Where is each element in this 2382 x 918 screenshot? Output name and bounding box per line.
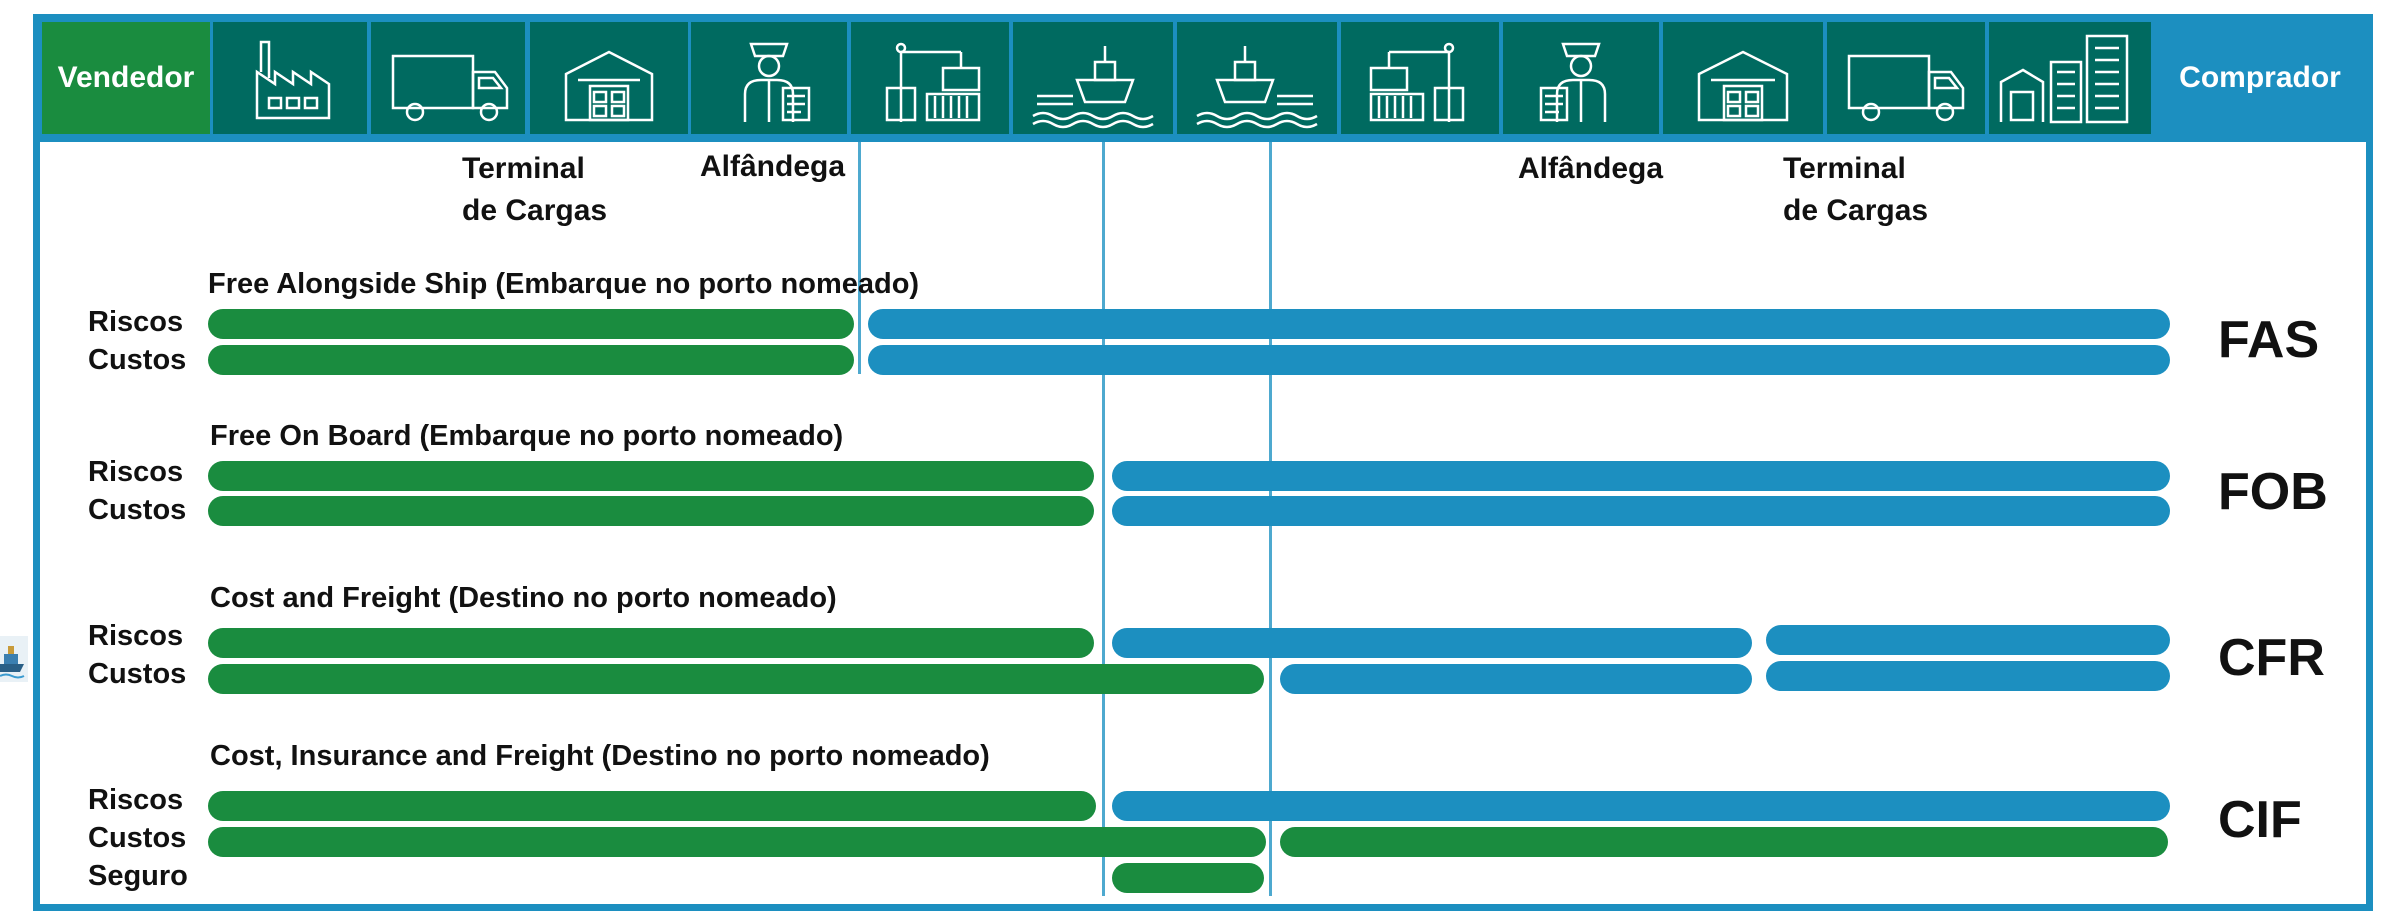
fas-costs-label: Custos	[88, 344, 187, 376]
fas-cost-buyer-bar	[868, 345, 2170, 375]
cfr-cost-buyer-bar	[1280, 664, 1752, 694]
ship-icon	[1013, 22, 1173, 134]
cfr-risk-seller-bar	[208, 628, 1094, 658]
cfr-risk-buyer-bar-2	[1766, 625, 2170, 655]
cif-risks-label: Riscos	[88, 784, 184, 816]
terminal-right-label: Terminal de Cargas	[1783, 152, 1929, 227]
warehouse-icon	[1663, 22, 1823, 134]
cif-cost-seller-bar	[208, 827, 1266, 857]
cfr-risk-buyer-bar	[1112, 628, 1752, 658]
cfr-title: Cost and Freight (Destino no porto nomea…	[210, 582, 837, 614]
fob-cost-buyer-bar	[1112, 496, 2170, 526]
seller-label: Vendedor	[42, 22, 210, 134]
buyer-label: Comprador	[2179, 61, 2341, 94]
truck-icon	[371, 22, 525, 134]
customs-right-label: Alfândega	[1518, 152, 1664, 185]
fas-cost-seller-bar	[208, 345, 854, 375]
fob-risks-label: Riscos	[88, 456, 184, 488]
cfr-costs-label: Custos	[88, 658, 187, 690]
customs-officer-icon	[1503, 22, 1659, 134]
cfr-risks-label: Riscos	[88, 620, 184, 652]
fas-code: FAS	[2218, 311, 2320, 369]
city-buildings-icon	[1989, 22, 2151, 134]
cif-code: CIF	[2218, 791, 2302, 849]
cif-costs-label: Custos	[88, 822, 187, 854]
cfr-cost-seller-bar	[208, 664, 1264, 694]
truck-icon	[1827, 22, 1985, 134]
cif-insurance-label: Seguro	[88, 860, 188, 892]
fob-costs-label: Custos	[88, 494, 187, 526]
fob-title: Free On Board (Embarque no porto nomeado…	[210, 420, 844, 452]
fob-risk-seller-bar	[208, 461, 1094, 491]
fas-risks-label: Riscos	[88, 306, 184, 338]
fob-code: FOB	[2218, 463, 2328, 521]
port-crane-icon	[851, 22, 1009, 134]
fas-title: Free Alongside Ship (Embarque no porto n…	[208, 268, 920, 300]
warehouse-icon	[530, 22, 688, 134]
cfr-code: CFR	[2218, 629, 2325, 687]
customs-officer-icon	[691, 22, 847, 134]
customs-divider-line	[858, 142, 861, 374]
ship-rail-line	[1102, 142, 1105, 896]
customs-left-label: Alfândega	[700, 150, 846, 183]
process-header: Vendedor	[33, 14, 2373, 142]
fas-risk-seller-bar	[208, 309, 854, 339]
port-crane-icon	[1341, 22, 1499, 134]
cif-title: Cost, Insurance and Freight (Destino no …	[210, 740, 990, 772]
ship-icon	[1177, 22, 1337, 134]
fas-risk-buyer-bar	[868, 309, 2170, 339]
fob-risk-buyer-bar	[1112, 461, 2170, 491]
cif-risk-buyer-bar	[1112, 791, 2170, 821]
cif-insurance-seller-bar	[1112, 863, 1264, 893]
cfr-cost-buyer-bar-2	[1766, 661, 2170, 691]
terminal-left-label: Terminal de Cargas	[462, 152, 608, 227]
cif-risk-seller-bar	[208, 791, 1096, 821]
factory-icon	[213, 22, 367, 134]
fob-cost-seller-bar	[208, 496, 1094, 526]
cif-cost-seller-bar-2	[1280, 827, 2168, 857]
cargo-ship-icon	[0, 632, 28, 686]
